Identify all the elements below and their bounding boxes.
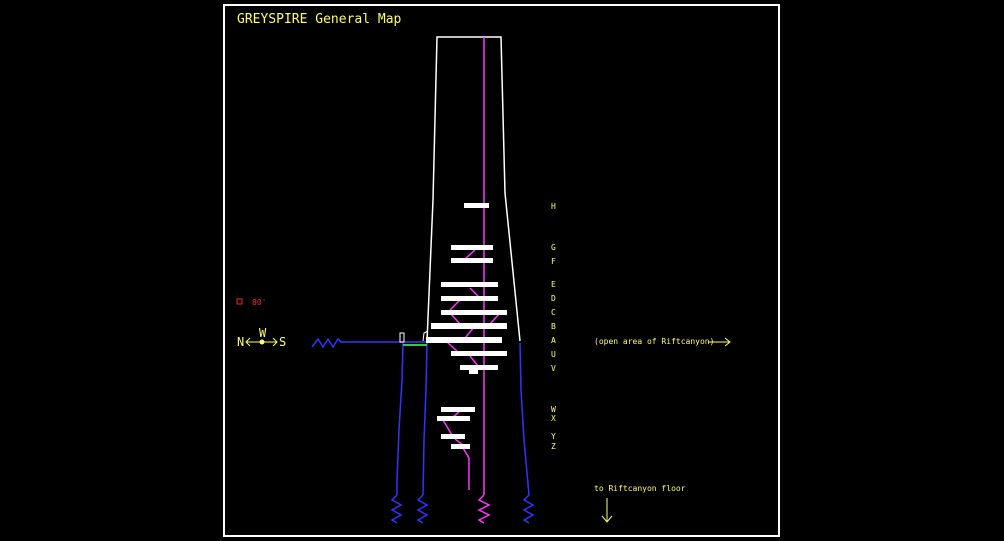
compass-center-dot [259, 339, 265, 345]
level-label-v: V [551, 364, 556, 373]
map-title: GREYSPIRE General Map [237, 12, 402, 27]
level-label-w: W [551, 405, 556, 414]
level-y-platform [441, 434, 465, 439]
compass-rose: N W S [237, 326, 286, 349]
level-w-platform [441, 407, 475, 412]
level-label-y: Y [551, 432, 556, 441]
scale-marker: 80' [236, 298, 266, 307]
compass-south-label: S [279, 335, 286, 349]
canyon-floor-note: to Riftcanyon floor [594, 484, 686, 493]
level-label-u: U [551, 350, 556, 359]
open-area-arrow [708, 337, 731, 347]
level-d-platform [441, 296, 498, 301]
level-labels: H G F E D C B A U V W X Y Z [551, 202, 556, 451]
cliff-break-squiggles [311, 337, 535, 524]
level-label-e: E [551, 280, 556, 289]
level-x-platform [437, 416, 470, 421]
gate-marker-north [399, 332, 405, 343]
level-e-platform [441, 282, 498, 287]
level-b-platform [431, 323, 507, 329]
level-a-platform [426, 337, 502, 343]
level-label-x: X [551, 414, 556, 423]
open-area-note: (open area of Riftcanyon) [594, 337, 714, 346]
map-border [223, 4, 780, 537]
tower-outline [426, 36, 521, 342]
level-h-platform [464, 203, 489, 208]
level-label-h: H [551, 202, 556, 211]
level-c-platform [441, 310, 507, 315]
level-u-platform [451, 351, 507, 356]
level-f-platform [451, 258, 493, 263]
level-v-platform [460, 365, 498, 370]
level-label-b: B [551, 322, 556, 331]
compass-north-label: N [237, 335, 244, 349]
level-label-z: Z [551, 442, 556, 451]
level-ramps [442, 249, 501, 524]
compass-west-label: W [259, 326, 267, 340]
level-label-f: F [551, 257, 556, 266]
level-g-platform [451, 245, 493, 250]
scale-label: 80' [252, 298, 266, 307]
canyon-floor-arrow [601, 498, 613, 523]
level-label-a: A [551, 336, 556, 345]
level-label-g: G [551, 243, 556, 252]
level-z-platform [451, 444, 470, 449]
canyon-walls [340, 341, 530, 496]
level-label-d: D [551, 294, 556, 303]
scale-square [236, 298, 243, 305]
level-v-step [469, 369, 478, 374]
level-label-c: C [551, 308, 556, 317]
level-platforms [426, 203, 507, 449]
